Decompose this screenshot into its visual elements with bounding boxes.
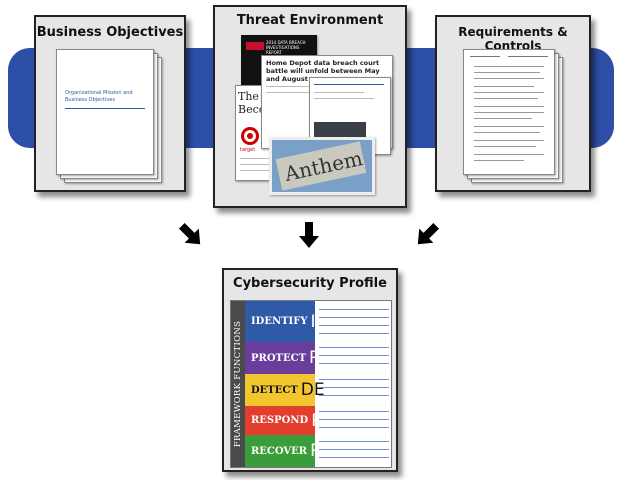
profile-line [319,395,389,396]
function-row-protect: PROTECT PR [245,342,331,374]
doc-line [508,56,548,57]
article-line [314,84,384,85]
function-row-identify: IDENTIFY ID [245,301,329,342]
function-word: IDENTIFY [251,316,308,327]
article-line [314,92,364,93]
article-line [240,170,284,171]
requirements-controls-panel: Requirements & Controls [435,15,591,192]
framework-functions-label: FRAMEWORK FUNCTIONS [233,320,243,448]
cybersecurity-profile-panel: Cybersecurity Profile FRAMEWORK FUNCTION… [222,268,398,472]
profile-line [319,419,389,420]
doc-line [474,132,540,133]
doc-line [474,154,544,155]
function-code: RC [310,441,333,461]
profile-line [319,379,389,380]
function-word: RECOVER [251,445,308,457]
function-word: DETECT [251,384,298,396]
article-line [240,164,290,165]
function-row-recover: RECOVER RC [245,435,333,467]
anthem-photo-thumbnail: Anthem [269,137,375,195]
business-objectives-panel: Business Objectives Organizational Missi… [34,15,186,192]
function-row-detect: DETECT DE [245,374,325,406]
article-line [314,98,374,99]
home-depot-headline: Home Depot data breach court battle will… [266,59,380,83]
profile-line [319,387,389,388]
business-objectives-title: Business Objectives [36,25,184,40]
doc-line [474,92,544,93]
requirements-document [463,49,555,175]
doc-line [474,66,544,67]
doc-line [474,72,540,73]
function-code: ID [310,311,329,332]
function-code: PR [309,348,332,368]
doc-line [474,140,544,141]
profile-line [319,355,389,356]
profile-line [319,457,389,458]
doc-line [470,56,500,57]
cybersecurity-profile-title: Cybersecurity Profile [233,276,387,291]
profile-line [319,449,389,450]
doc-line [474,112,544,113]
doc-line [474,106,544,107]
doc-line [474,78,544,79]
target-logo-text: target [240,147,256,153]
profile-line [319,363,389,364]
profile-line [319,333,389,334]
function-code: DE [300,380,325,400]
framework-functions-sidebar: FRAMEWORK FUNCTIONS [231,301,245,467]
function-word: PROTECT [251,352,307,364]
doc-line [474,160,524,161]
profile-line [319,427,389,428]
function-code: RS [311,410,334,431]
profile-line [319,325,389,326]
profile-line [319,347,389,348]
doc-line [474,126,544,127]
arrow-down-left-icon [417,222,440,245]
article-line [240,158,290,159]
target-logo-icon [241,127,259,145]
doc-rule [65,108,145,109]
arrow-down-icon [299,222,319,248]
function-word: RESPOND [251,415,309,426]
profile-line [319,309,389,310]
profile-document: FRAMEWORK FUNCTIONS IDENTIFY ID PROTECT … [230,300,392,468]
article-line [266,92,336,93]
article-line [266,86,336,87]
verizon-logo [246,42,264,50]
doc-line [474,146,536,147]
dbir-title: 2014 DATA BREACH INVESTIGATIONS REPORT [266,40,306,55]
business-objectives-document: Organizational Mission and Business Obje… [56,49,154,175]
threat-environment-title: Threat Environment [236,13,384,28]
function-row-respond: RESPOND RS [245,406,334,435]
doc-line [474,98,538,99]
doc-line [474,86,534,87]
profile-line [319,317,389,318]
profile-line [319,441,389,442]
arrow-down-right-icon [178,222,201,245]
doc-line [474,118,532,119]
profile-line [319,411,389,412]
business-doc-title: Organizational Mission and Business Obje… [65,90,133,103]
threat-environment-panel: Threat Environment 2014 DATA BREACH INVE… [213,5,407,208]
